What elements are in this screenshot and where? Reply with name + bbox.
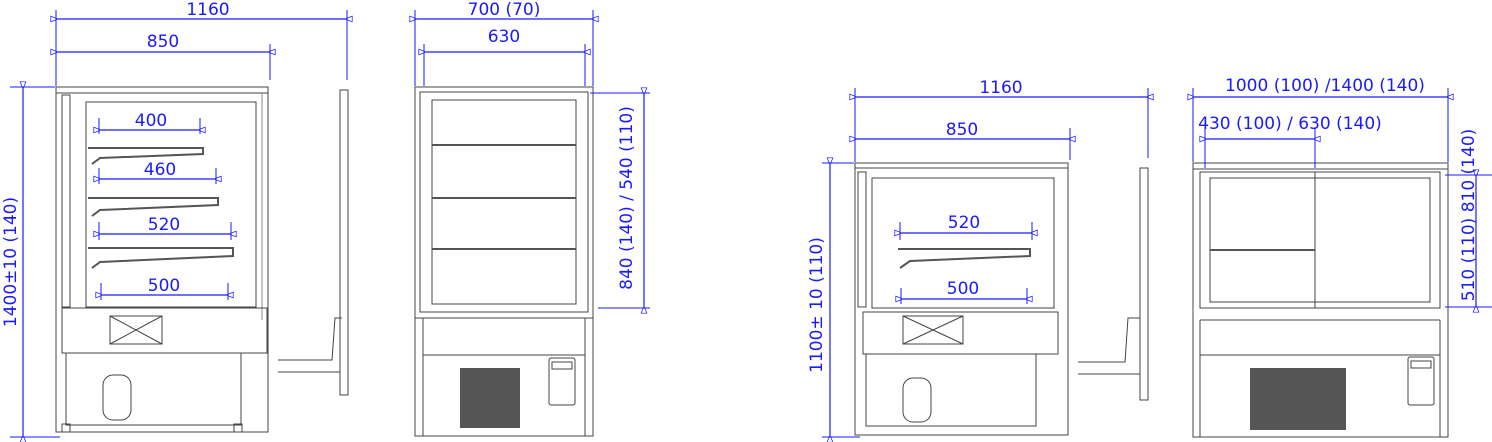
glass-height-label: 510 (110) 810 (140) [1459, 129, 1479, 302]
height-label: 1400±10 (140) [1, 197, 21, 327]
model1-side-view: 1160 850 1400±10 (140) 400 460 520 500 [1, 0, 353, 442]
shelf-depth-label: 500 [148, 276, 180, 296]
shelf-depth-label: 500 [947, 279, 979, 299]
shelf [88, 147, 204, 165]
control-panel [1407, 356, 1435, 406]
model2-side-view: 1160 850 1100± 10 (110) 520 500 [807, 78, 1154, 442]
width-label: 1000 (100) /1400 (140) [1225, 76, 1425, 96]
compressor [102, 374, 132, 421]
glass-height-label: 840 (140) / 540 (110) [617, 106, 637, 290]
inner-width-label: 430 (100) / 630 (140) [1198, 114, 1382, 134]
overall-depth-label: 1160 [186, 0, 229, 20]
glass-door [419, 91, 589, 313]
width-label: 700 (70) [468, 0, 541, 20]
cabinet-depth-label: 850 [147, 32, 179, 52]
cabinet-depth-label: 850 [946, 120, 978, 140]
shelf-depth-label: 460 [144, 160, 176, 180]
shelf-depth-label: 520 [148, 215, 180, 235]
shelf [898, 248, 1031, 269]
shelf-depth-label: 520 [948, 213, 980, 233]
evaporator [109, 315, 163, 345]
condenser-grille [460, 368, 520, 428]
control-panel [548, 357, 576, 406]
height-label: 1100± 10 (110) [807, 237, 827, 373]
condenser-grille [1250, 368, 1346, 430]
inner-width-label: 630 [488, 27, 520, 47]
model1-front-view: 700 (70) 630 840 (140) / 540 (110) [409, 0, 650, 437]
overall-depth-label: 1160 [979, 78, 1022, 98]
glass-doors [1199, 171, 1441, 309]
model2-front-view: 1000 (100) /1400 (140) 430 (100) / 630 (… [1187, 76, 1492, 438]
glass-door-profile [339, 89, 349, 396]
shelf [88, 197, 219, 217]
shelf [88, 247, 234, 269]
shelf-depth-label: 400 [135, 111, 167, 131]
